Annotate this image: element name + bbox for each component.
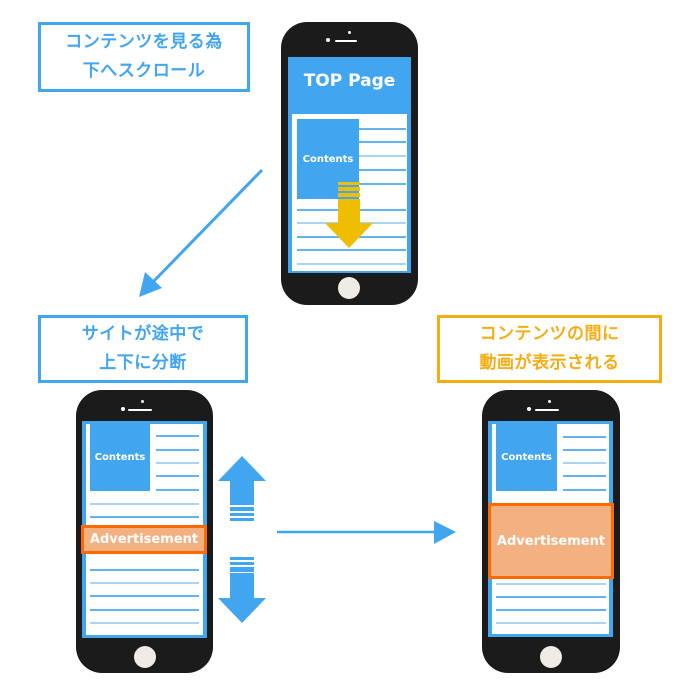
text-line — [496, 583, 606, 585]
text-line — [156, 462, 199, 464]
speaker-icon — [535, 409, 559, 411]
text-line — [156, 449, 199, 451]
text-line — [156, 435, 199, 437]
text-line — [90, 595, 199, 597]
sensor-dot — [121, 407, 125, 411]
camera-icon — [348, 31, 351, 34]
ad-video: Advertisement — [488, 503, 614, 579]
text-line — [297, 249, 406, 251]
text-line — [297, 263, 406, 265]
speaker-icon — [335, 40, 357, 42]
label-scroll-down-line1: コンテンツを見る為 — [65, 32, 223, 52]
label-video-between-line2: 動画が表示される — [479, 353, 620, 373]
sensor-dot — [326, 38, 330, 42]
label-scroll-down-line2: 下へスクロール — [82, 61, 206, 81]
label-split-line2: 上下に分断 — [99, 353, 187, 373]
text-line — [359, 141, 406, 143]
text-line — [359, 169, 406, 171]
phone-left: Contents Advertisement — [76, 390, 213, 673]
arrow-up-icon — [218, 456, 266, 521]
text-line — [496, 609, 606, 611]
text-line — [359, 183, 406, 185]
content-block: Contents — [90, 424, 150, 491]
text-line — [496, 622, 606, 624]
text-line — [156, 475, 199, 477]
text-line — [156, 489, 199, 491]
text-line — [359, 155, 406, 157]
text-line — [563, 462, 606, 464]
text-line — [90, 582, 199, 584]
label-split-line1: サイトが途中で — [81, 324, 205, 344]
camera-icon — [548, 400, 551, 403]
label-split: サイトが途中で 上下に分断 — [38, 315, 248, 383]
arrow-down-icon — [218, 557, 266, 623]
home-button — [134, 646, 156, 668]
text-line — [90, 569, 199, 571]
label-video-between-line1: コンテンツの間に — [479, 324, 620, 344]
text-line — [496, 596, 606, 598]
home-button — [338, 277, 360, 299]
text-line — [563, 436, 606, 438]
content-block: Contents — [297, 119, 359, 199]
text-line — [90, 622, 199, 624]
arrow-down-icon — [325, 182, 373, 248]
phone-right: Contents Advertisement — [482, 390, 620, 673]
top-page-header: TOP Page — [303, 71, 396, 91]
ad-banner: Advertisement — [81, 525, 207, 554]
text-line — [90, 503, 199, 505]
home-button — [540, 646, 562, 668]
text-line — [90, 516, 199, 518]
text-line — [563, 489, 606, 491]
text-line — [90, 609, 199, 611]
content-block: Contents — [496, 424, 557, 491]
camera-icon — [141, 400, 144, 403]
text-line — [359, 128, 406, 130]
speaker-icon — [128, 409, 152, 411]
sensor-dot — [527, 407, 531, 411]
text-line — [563, 449, 606, 451]
text-line — [563, 475, 606, 477]
label-video-between: コンテンツの間に 動画が表示される — [437, 315, 662, 383]
label-scroll-down: コンテンツを見る為 下へスクロール — [38, 22, 250, 92]
